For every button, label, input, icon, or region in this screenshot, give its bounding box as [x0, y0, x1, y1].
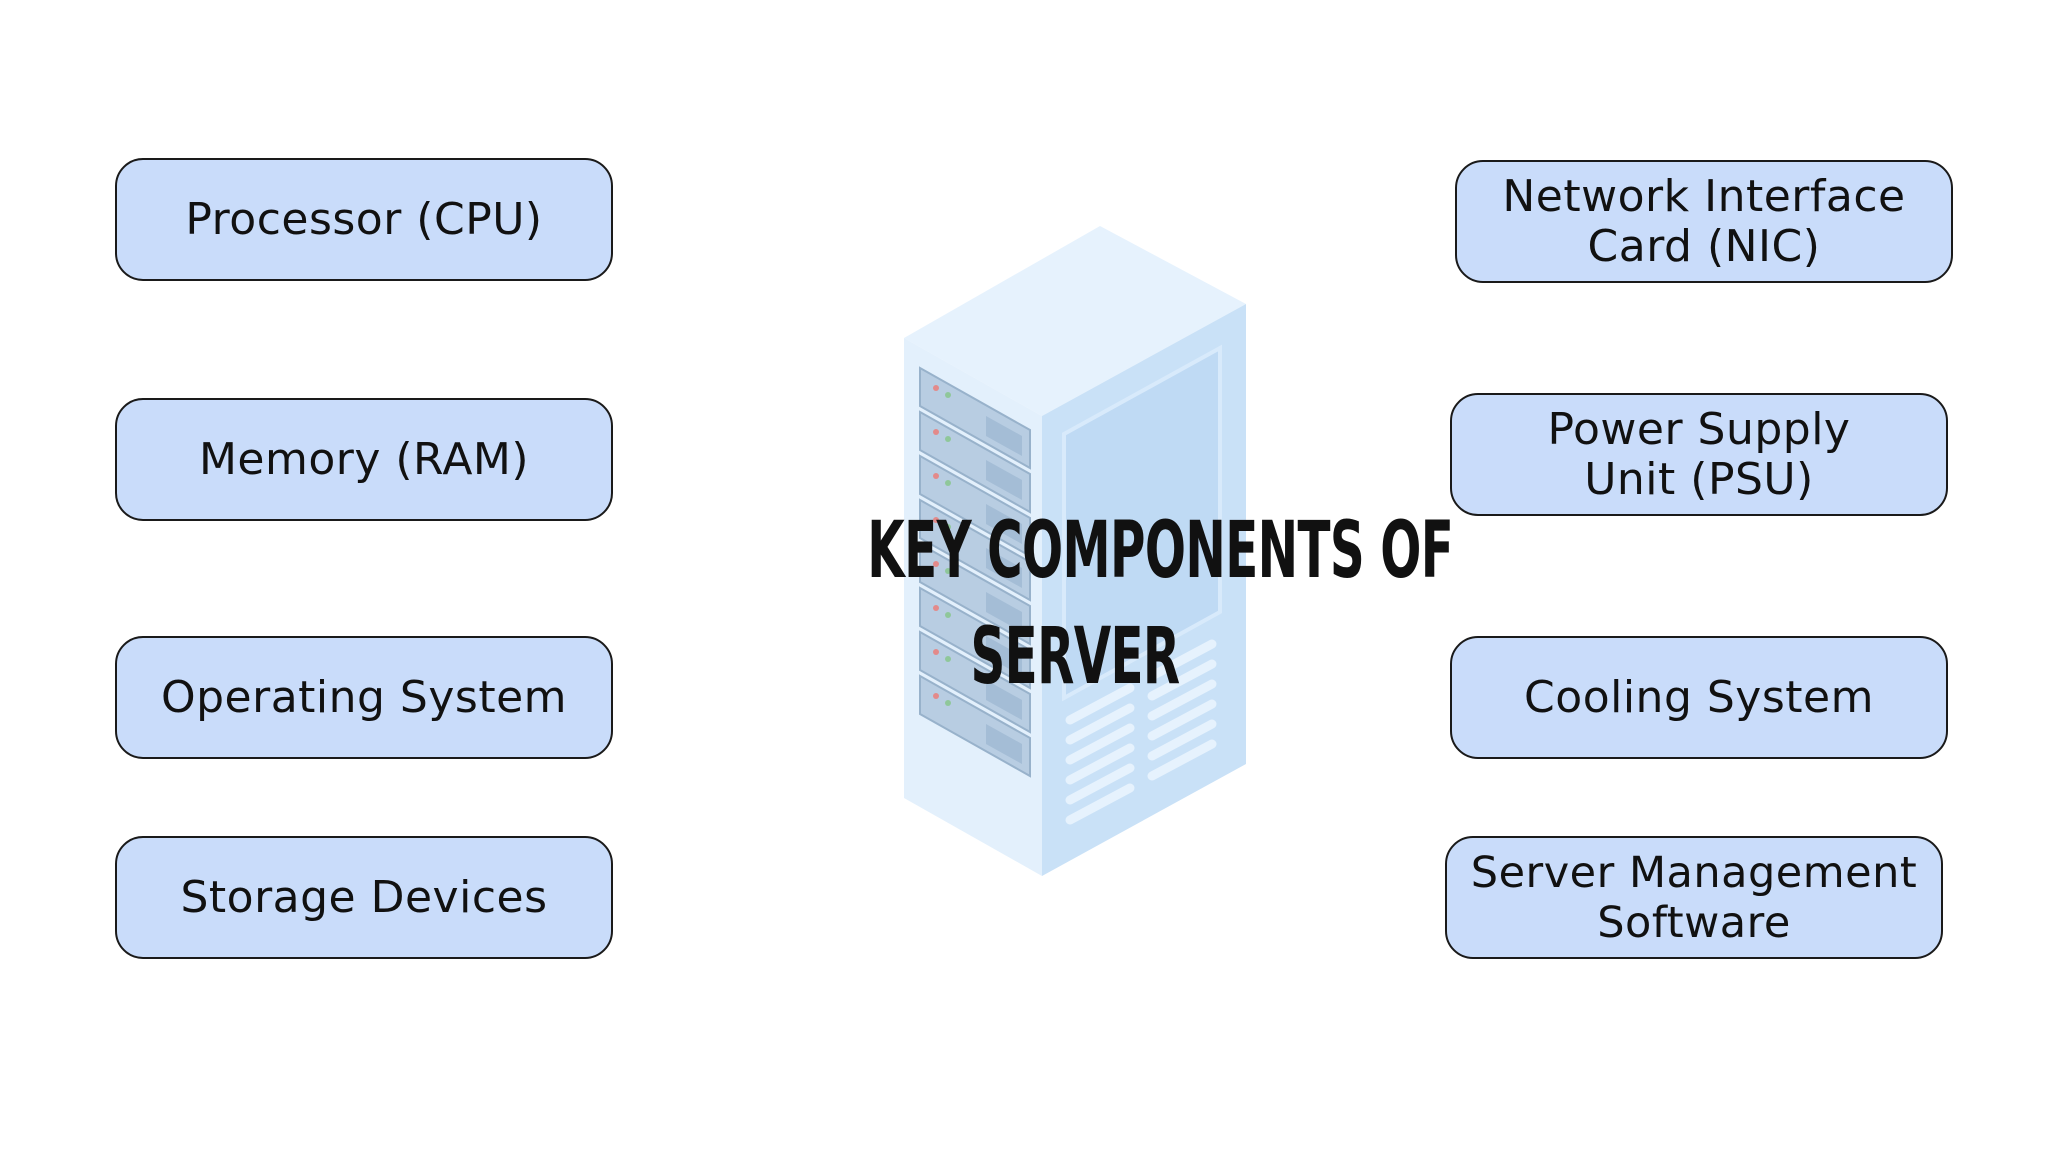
component-storage-devices: Storage Devices	[115, 836, 613, 959]
server-rack-icon	[904, 226, 1246, 876]
component-psu: Power Supply Unit (PSU)	[1450, 393, 1948, 516]
component-server-management-software: Server Management Software	[1445, 836, 1943, 959]
title-line-2: SERVER	[970, 612, 1180, 702]
title-line-1: KEY COMPONENTS OF	[867, 506, 1454, 596]
diagram-title: KEY COMPONENTS OF SERVER	[867, 498, 1454, 710]
component-cooling-system: Cooling System	[1450, 636, 1948, 759]
component-operating-system: Operating System	[115, 636, 613, 759]
component-ram: Memory (RAM)	[115, 398, 613, 521]
component-nic: Network Interface Card (NIC)	[1455, 160, 1953, 283]
component-cpu: Processor (CPU)	[115, 158, 613, 281]
